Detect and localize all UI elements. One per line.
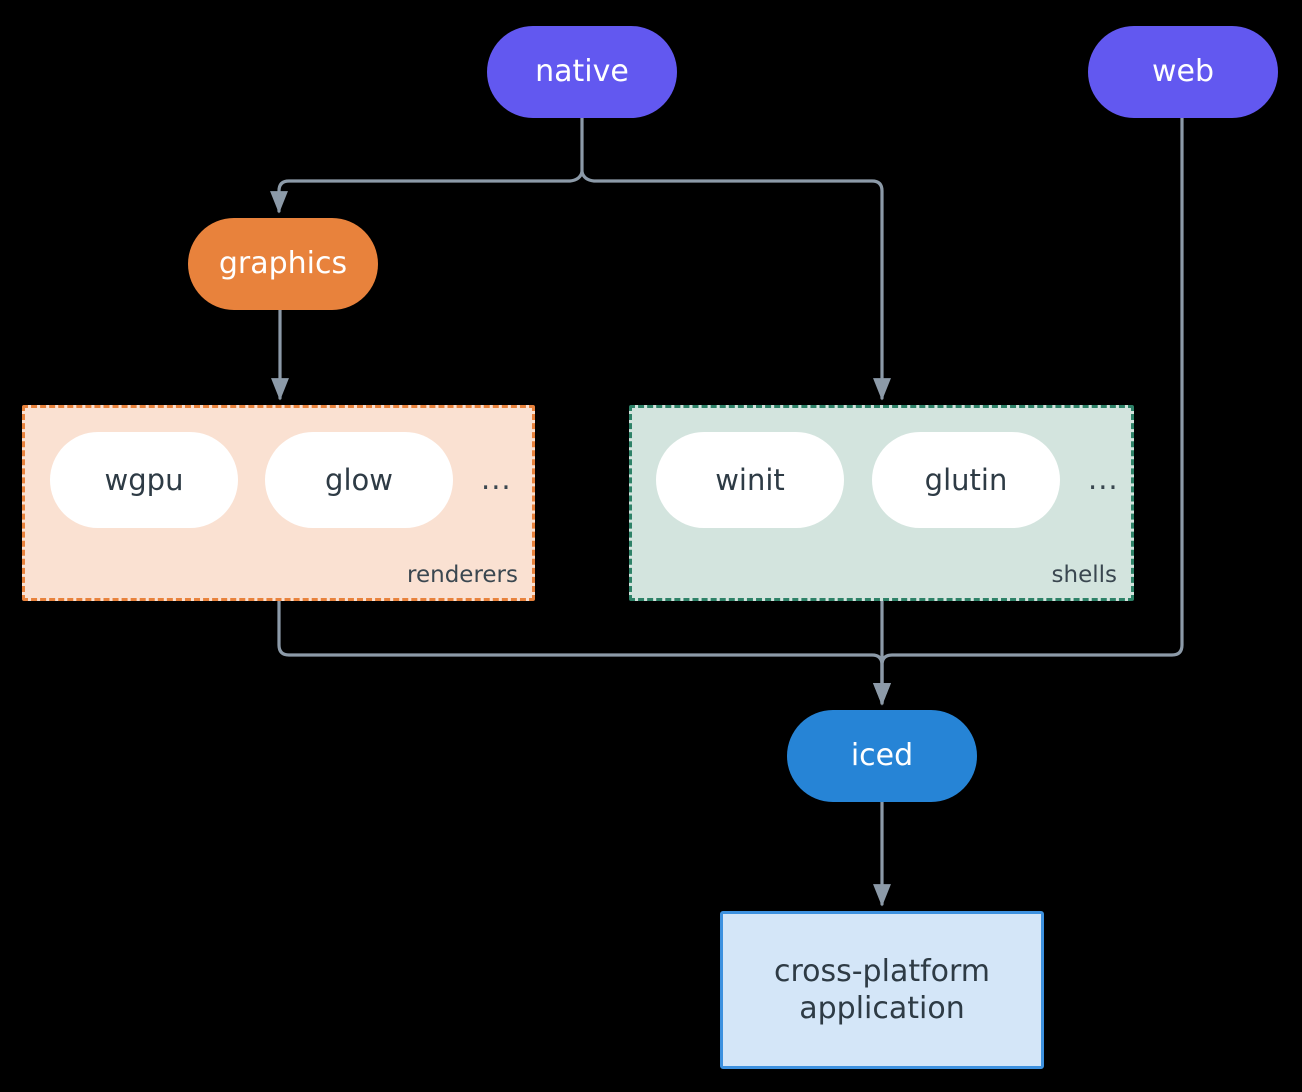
application-label-line2: application — [799, 991, 965, 1026]
edge-native-to-shells — [580, 170, 891, 401]
node-iced[interactable]: iced — [787, 710, 977, 802]
node-web[interactable]: web — [1088, 26, 1278, 118]
shells-more-ellipsis: ... — [1088, 462, 1119, 496]
application-label-line1: cross-platform — [773, 953, 991, 989]
node-glutin[interactable]: glutin — [872, 432, 1060, 528]
cluster-renderers-label: renderers — [407, 562, 518, 588]
node-wgpu[interactable]: wgpu — [50, 432, 238, 528]
node-glow[interactable]: glow — [265, 432, 453, 528]
edge-renderers-to-iced — [277, 599, 891, 706]
edge-native-to-graphics — [270, 170, 584, 214]
node-winit[interactable]: winit — [656, 432, 844, 528]
node-graphics[interactable]: graphics — [188, 218, 378, 310]
node-cross-platform-application[interactable]: cross-platform application — [720, 911, 1044, 1069]
node-native[interactable]: native — [487, 26, 677, 118]
cluster-shells-label: shells — [1051, 562, 1117, 588]
renderers-more-ellipsis: ... — [481, 462, 512, 496]
